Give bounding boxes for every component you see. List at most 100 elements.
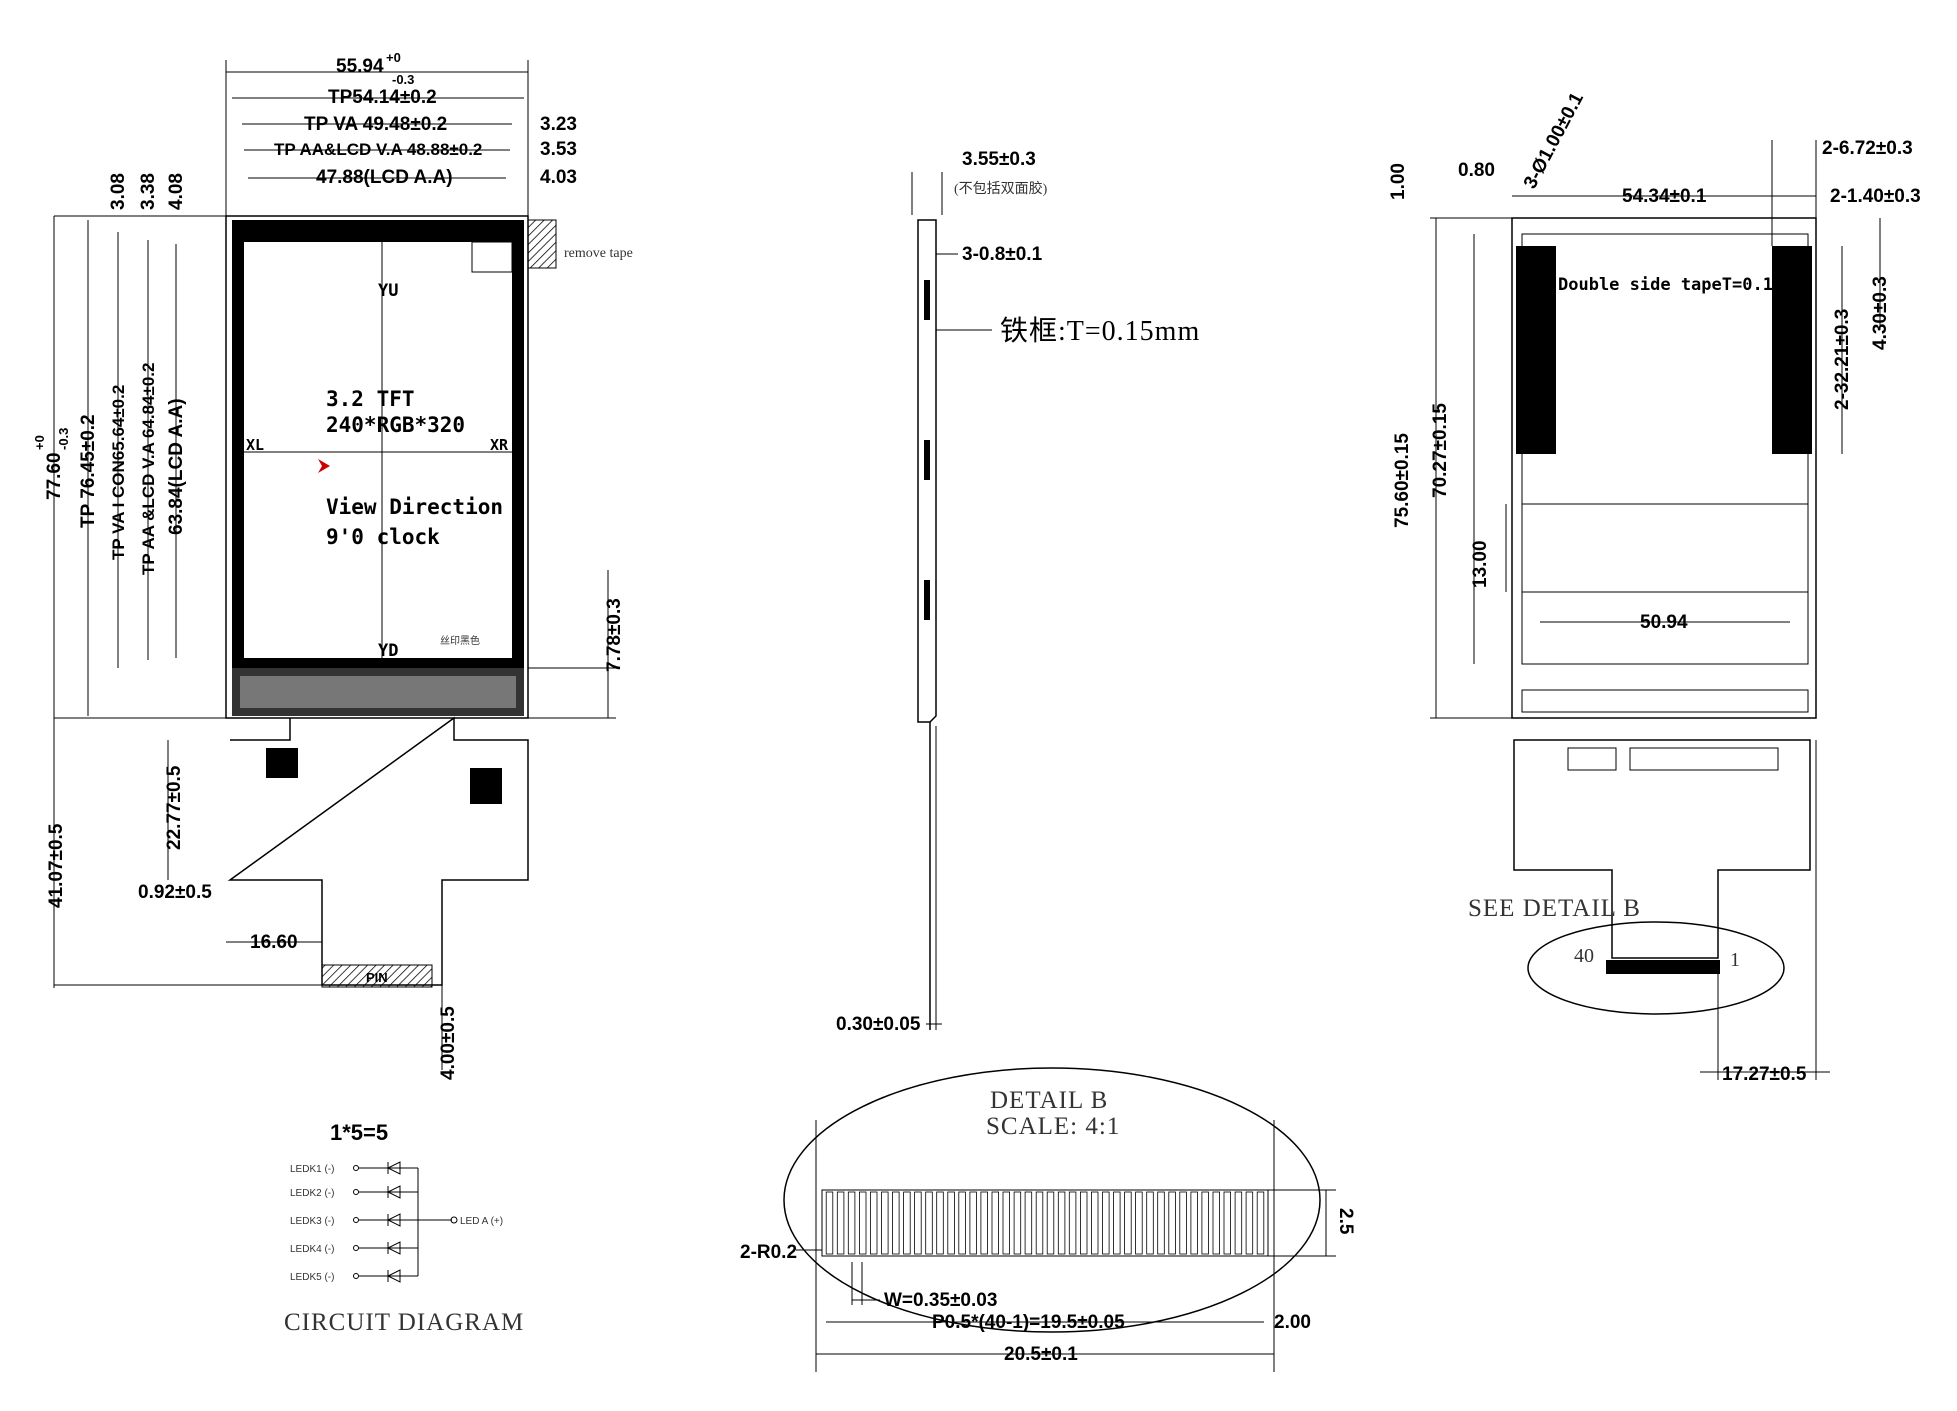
pin-40-label: 40 <box>1574 945 1594 967</box>
detail-b-pin <box>1201 1191 1209 1255</box>
led-diode-icon <box>386 1213 401 1227</box>
dim-tp-aa-height: TP AA &LCD V.A 64.84±0.2 <box>139 363 158 575</box>
detail-b-pin <box>859 1191 867 1255</box>
yd-label: YD <box>378 641 398 661</box>
dim-lcd-aa-height: 63.84(LCD A.A) <box>166 398 187 535</box>
lcd-resolution-label: 240*RGB*320 <box>326 413 465 437</box>
back-view: 1.00 0.80 3-Ø1.00±0.1 54.34±0.1 2-6.72±0… <box>1388 89 1921 1085</box>
dim-left-338: 3.38 <box>138 173 159 210</box>
side-step: 3-0.8±0.1 <box>962 244 1043 265</box>
dim-tp-va-height: TP VA I CON65.64±0.2 <box>109 385 128 560</box>
lcd-size-label: 3.2 TFT <box>326 387 415 411</box>
detail-b-pin <box>936 1191 944 1255</box>
back-dim-1727-label: 17.27±0.5 <box>1722 1064 1807 1085</box>
dim-778: 7.78±0.3 <box>604 598 625 672</box>
tape-strip-left <box>1516 246 1556 454</box>
circuit-rows: LEDK1 (-)LEDK2 (-)LEDK3 (-)LEDK4 (-)LEDK… <box>290 1161 418 1283</box>
dim-right-323: 3.23 <box>540 114 577 135</box>
lcd-active-area <box>244 242 512 658</box>
detail-b-pin <box>1035 1191 1044 1255</box>
detail-b-pin <box>925 1191 933 1255</box>
back-dim-7027-label: 70.27±0.15 <box>1430 403 1451 498</box>
detail-b-pin <box>892 1191 900 1255</box>
detail-b-pin <box>1113 1191 1121 1255</box>
dim-right-403: 4.03 <box>540 167 577 188</box>
back-dim-100: 1.00 <box>1388 163 1409 200</box>
back-fpc-label-box-2 <box>1629 747 1779 771</box>
side-step-1 <box>924 280 930 320</box>
detail-b-pin <box>1157 1191 1165 1255</box>
detail-b-pin-width: W=0.35±0.03 <box>884 1290 997 1311</box>
dim-right-353: 3.53 <box>540 139 577 160</box>
led-diode-icon <box>386 1185 401 1199</box>
detail-b-pin <box>1057 1191 1066 1255</box>
back-dim-5094-label: 50.94 <box>1640 612 1688 633</box>
detail-b-pin <box>836 1191 845 1255</box>
fpc-component-left <box>266 748 298 778</box>
xr-label: XR <box>490 436 509 454</box>
back-dim-140: 2-1.40±0.3 <box>1830 186 1921 207</box>
detail-b-pin <box>958 1191 966 1255</box>
detail-b-pin <box>991 1191 999 1255</box>
back-fpc-contacts <box>1606 960 1720 974</box>
detail-b-scale: SCALE: 4:1 <box>986 1113 1120 1140</box>
detail-b-connector <box>821 1189 1269 1257</box>
back-fpc-label-box-1 <box>1567 747 1617 771</box>
dim-overall-width-plus: +0 <box>386 50 401 65</box>
detail-b-pins <box>825 1191 1265 1255</box>
front-outline <box>225 215 529 719</box>
circuit-pin-terminal <box>353 1189 359 1195</box>
front-view: 55.94 +0 -0.3 TP54.14±0.2 TP VA 49.48±0.… <box>32 50 633 1080</box>
detail-b-pin <box>1046 1191 1055 1255</box>
view-direction-clock-label: 9'0 clock <box>326 525 440 549</box>
side-view: 3.55±0.3 (不包括双面胶) 3-0.8±0.1 铁框:T=0.15mm … <box>836 149 1199 1035</box>
dim-overall-width-minus: -0.3 <box>392 72 414 87</box>
detail-b-pin <box>1245 1191 1254 1255</box>
dim-overall-height-plus: +0 <box>32 435 47 450</box>
back-bottom-band <box>1521 689 1809 713</box>
detail-b-height: 2.5 <box>1335 1208 1356 1235</box>
circuit-anode-terminal <box>450 1216 458 1224</box>
detail-b-pin <box>1068 1191 1077 1255</box>
dim-tp-width: TP54.14±0.2 <box>328 87 437 108</box>
dim-1660: 16.60 <box>250 932 298 953</box>
detail-b-pin <box>1102 1191 1110 1255</box>
back-dim-holes: 3-Ø1.00±0.1 <box>1520 89 1588 192</box>
see-detail-b-label: SEE DETAIL B <box>1468 895 1641 922</box>
dim-tp-height: TP 76.45±0.2 <box>78 414 99 528</box>
led-diode-icon <box>386 1241 401 1255</box>
detail-b-pin <box>1091 1191 1099 1255</box>
pin-1-label: 1 <box>1730 949 1740 971</box>
remove-tape-tab <box>527 219 557 269</box>
detail-b-pin <box>870 1191 878 1255</box>
side-step-2 <box>924 440 930 480</box>
side-thickness: 3.55±0.3 <box>962 149 1036 170</box>
remove-tape-label: remove tape <box>564 246 633 261</box>
dim-overall-height-minus: -0.3 <box>56 428 71 450</box>
back-dim-1300-label: 13.00 <box>1470 540 1491 588</box>
detail-b-edge: 2.00 <box>1274 1312 1311 1333</box>
dim-overall-height: 77.60 <box>44 452 65 500</box>
led-diode-icon <box>386 1161 401 1175</box>
detail-b-pin <box>969 1191 977 1255</box>
detail-b-pin <box>947 1191 955 1255</box>
detail-b-pin <box>1002 1191 1010 1255</box>
detail-b-pin <box>847 1191 856 1255</box>
dim-left-308: 3.08 <box>108 173 129 210</box>
back-frame <box>1521 233 1809 665</box>
circuit-pin-terminal <box>353 1217 359 1223</box>
dim-400: 4.00±0.5 <box>438 1006 459 1080</box>
yu-label: YU <box>378 281 398 301</box>
circuit-pin-label: LEDK3 (-) <box>290 1216 334 1227</box>
circuit-anode-label: LED A (+) <box>460 1216 503 1227</box>
detail-b-pin <box>914 1191 922 1255</box>
side-body <box>917 219 937 723</box>
dim-tp-va: TP VA 49.48±0.2 <box>304 114 447 135</box>
circuit-pin-terminal <box>353 1273 359 1279</box>
circuit-pin-terminal <box>353 1165 359 1171</box>
back-fpc-outline <box>1513 739 1811 959</box>
view-direction-arrow-icon <box>318 459 330 473</box>
fpc-contacts <box>321 964 433 988</box>
back-dim-672: 2-6.72±0.3 <box>1822 138 1913 159</box>
